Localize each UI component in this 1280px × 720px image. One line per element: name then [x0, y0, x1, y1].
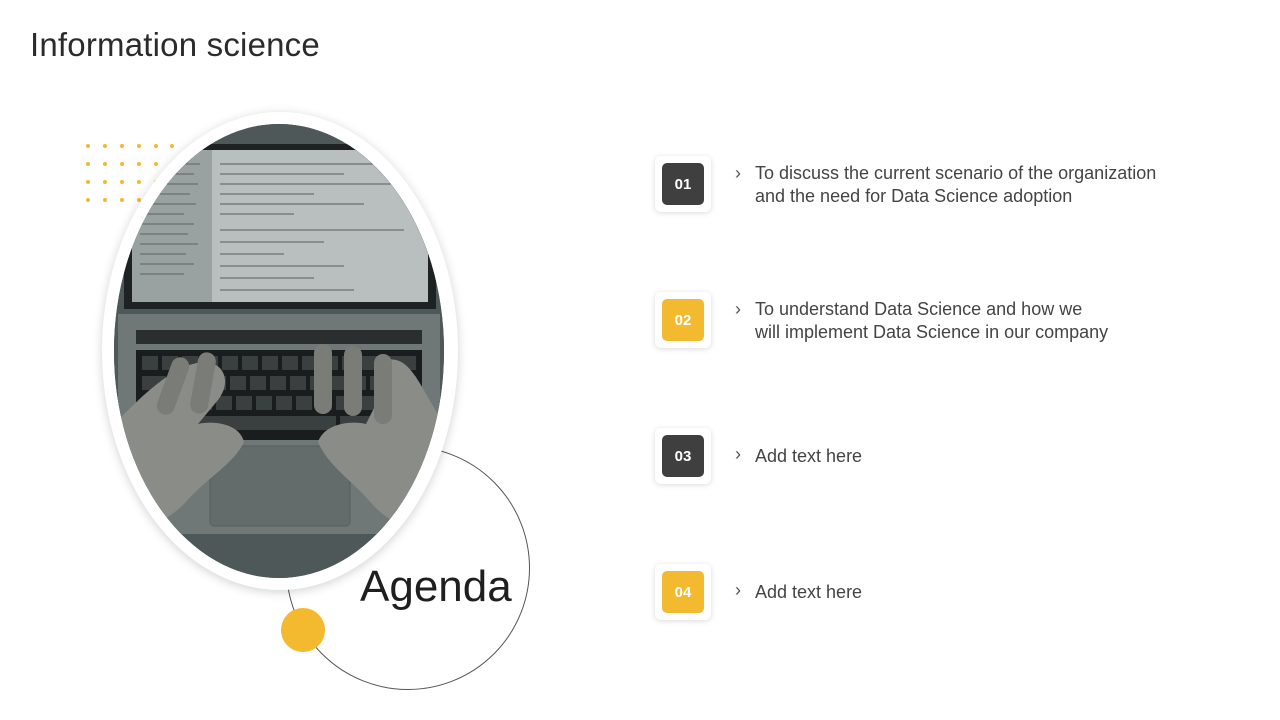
agenda-item-text: Add text here: [755, 446, 863, 466]
number-badge: 04: [655, 564, 711, 620]
slide-title: Information science: [30, 26, 320, 63]
number-label: 03: [662, 435, 704, 477]
agenda-item-text: Add text here: [755, 582, 863, 602]
agenda-item-text: To understand Data Science and how we wi…: [755, 299, 1109, 342]
decorative-yellow-circle: [281, 608, 325, 652]
chevron-right-icon: ›: [735, 163, 741, 183]
agenda-item-03: 03 › Add text here: [655, 428, 1215, 488]
number-label: 04: [662, 571, 704, 613]
agenda-heading: Agenda: [360, 562, 512, 611]
number-badge: 02: [655, 292, 711, 348]
agenda-item-02: 02 › To understand Data Science and how …: [655, 292, 1215, 352]
agenda-item-04: 04 › Add text here: [655, 564, 1215, 624]
chevron-right-icon: ›: [735, 580, 741, 600]
laptop-photo: [114, 124, 444, 578]
chevron-right-icon: ›: [735, 299, 741, 319]
number-badge: 03: [655, 428, 711, 484]
agenda-item-01: 01 › To discuss the current scenario of …: [655, 156, 1215, 216]
number-badge: 01: [655, 156, 711, 212]
chevron-right-icon: ›: [735, 444, 741, 464]
number-label: 02: [662, 299, 704, 341]
number-label: 01: [662, 163, 704, 205]
agenda-item-text: To discuss the current scenario of the o…: [755, 163, 1157, 206]
